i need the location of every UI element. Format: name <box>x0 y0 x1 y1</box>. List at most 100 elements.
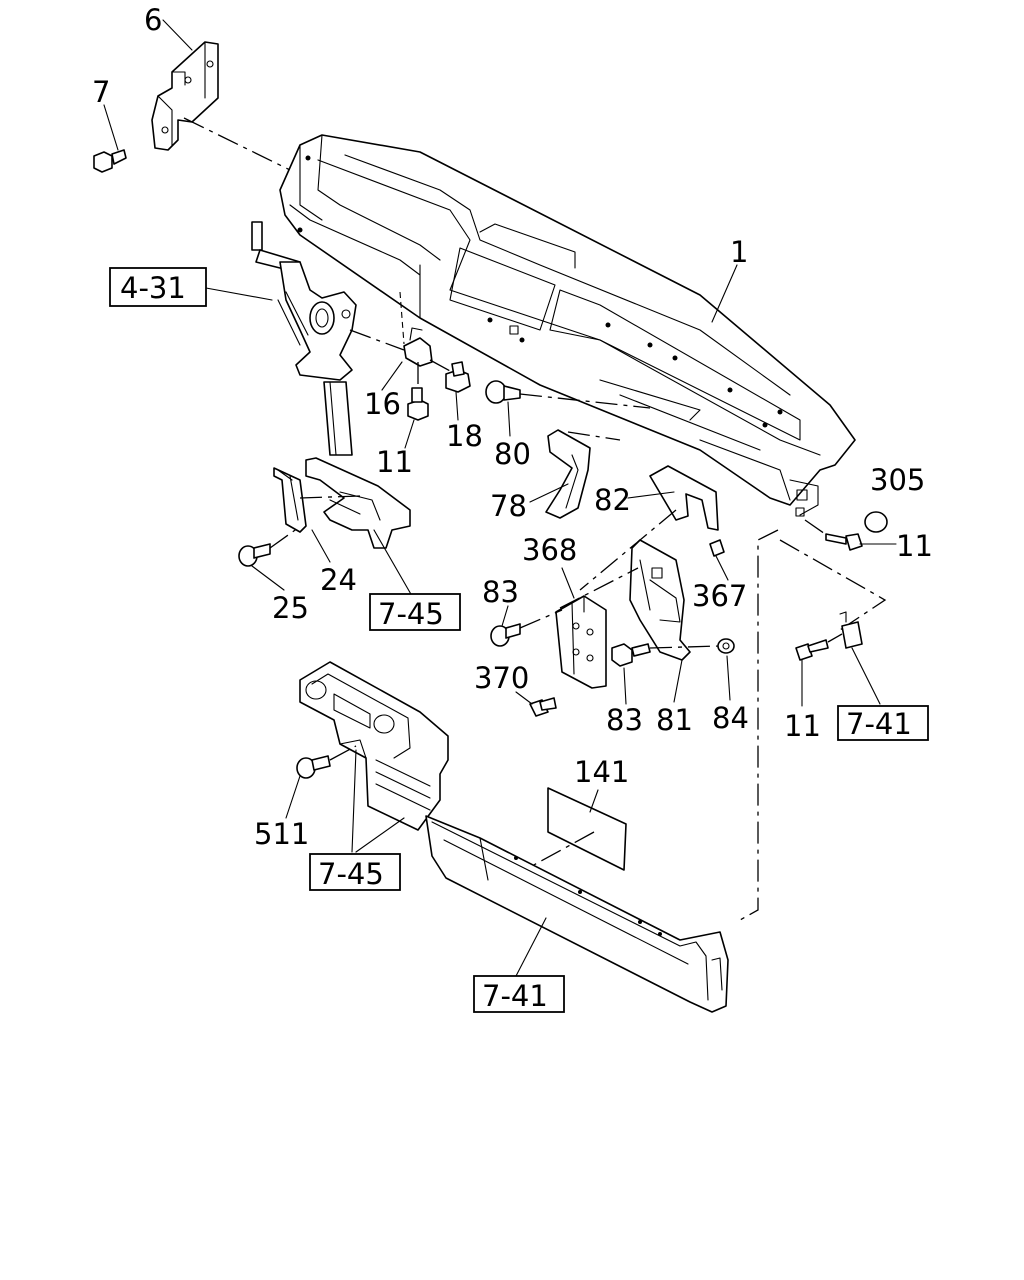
dash-80 <box>519 393 651 409</box>
callout-24: 24 <box>320 563 357 597</box>
clip-367 <box>709 539 725 557</box>
bracket-368 <box>555 595 607 689</box>
bolt-11-right <box>825 533 863 551</box>
callout-6: 6 <box>144 3 162 37</box>
reference-7-41-lower[interactable]: 7-41 <box>473 975 565 1013</box>
clip-16 <box>403 327 433 367</box>
dash-368-81 <box>559 567 639 609</box>
leader-82 <box>627 491 675 499</box>
leader-83b <box>623 667 627 705</box>
bracket-7-45-upper <box>305 457 411 549</box>
bolt-7 <box>93 149 127 173</box>
bracket-6 <box>151 41 219 151</box>
dash-24 <box>299 495 361 499</box>
bolt-18 <box>445 361 471 393</box>
callout-16: 16 <box>364 387 401 421</box>
leader-83a <box>501 605 509 627</box>
bolt-83-right <box>611 643 651 667</box>
callout-141: 141 <box>574 755 629 789</box>
dash-to-clip <box>779 539 887 631</box>
dash-long-right <box>739 529 779 921</box>
reference-7-45-lower[interactable]: 7-45 <box>309 853 401 891</box>
reference-7-41-right-label: 7-41 <box>846 707 912 741</box>
callout-7: 7 <box>92 75 110 109</box>
callout-83b: 83 <box>606 703 643 737</box>
leader-7-45b <box>351 749 405 853</box>
reference-7-45-lower-label: 7-45 <box>318 857 384 891</box>
callout-80: 80 <box>494 437 531 471</box>
callout-305: 305 <box>870 463 925 497</box>
leader-7-45a <box>373 529 413 597</box>
dash-25 <box>269 527 299 549</box>
leader-511 <box>285 775 301 819</box>
callout-11a: 11 <box>376 445 413 479</box>
bolt-11-upper <box>407 387 429 421</box>
callout-368: 368 <box>522 533 577 567</box>
callout-370: 370 <box>474 661 529 695</box>
bolt-11-lower <box>795 639 829 661</box>
callout-11c: 11 <box>784 709 821 743</box>
dash-16-to-column <box>349 329 405 351</box>
screw-511 <box>296 755 331 779</box>
leader-1 <box>711 264 738 323</box>
dash-83-right <box>649 645 721 649</box>
bracket-81 <box>629 539 691 661</box>
dash-78 <box>567 431 621 441</box>
leader-78 <box>529 483 569 503</box>
callout-84: 84 <box>712 701 749 735</box>
bolt-25 <box>238 543 271 567</box>
dashboard-frame-1 <box>279 134 856 517</box>
callout-18: 18 <box>446 419 483 453</box>
steering-column <box>251 221 357 456</box>
callout-82: 82 <box>594 483 631 517</box>
callout-1: 1 <box>730 235 748 269</box>
callout-511: 511 <box>254 817 309 851</box>
dash-6-to-1 <box>183 117 291 171</box>
leader-4-31 <box>205 287 273 301</box>
callout-11b: 11 <box>896 529 933 563</box>
reference-7-41-lower-label: 7-41 <box>482 979 548 1013</box>
callout-81: 81 <box>656 703 693 737</box>
leader-11a <box>404 419 415 449</box>
reference-7-45-upper[interactable]: 7-45 <box>369 593 461 631</box>
hidden-line-16 <box>399 291 405 345</box>
leader-7-41a <box>851 647 881 705</box>
leader-25 <box>251 565 285 591</box>
bracket-24 <box>273 467 307 533</box>
bracket-82 <box>649 465 719 531</box>
reference-7-45-upper-label: 7-45 <box>378 597 444 631</box>
screw-370 <box>529 697 557 717</box>
dash-83-left <box>519 609 563 629</box>
bracket-78 <box>545 429 591 519</box>
leader-6 <box>162 19 193 51</box>
reference-7-41-right[interactable]: 7-41 <box>837 705 929 741</box>
leader-18 <box>455 391 459 421</box>
pad-141 <box>547 787 627 871</box>
lower-trim-7-41 <box>425 815 729 1013</box>
dash-11-right <box>804 519 829 537</box>
bolt-80 <box>485 380 521 404</box>
callout-83a: 83 <box>482 575 519 609</box>
leader-370 <box>515 691 533 705</box>
callout-25: 25 <box>272 591 309 625</box>
leader-80 <box>507 401 511 437</box>
bolt-83-left <box>490 623 521 647</box>
cap-305 <box>864 511 888 533</box>
clip-right <box>839 611 863 649</box>
leader-367 <box>715 555 729 581</box>
dash-141 <box>531 831 595 867</box>
dash-18 <box>429 359 453 373</box>
reference-4-31[interactable]: 4-31 <box>109 267 207 307</box>
center-bezel-7-45 <box>299 661 449 831</box>
leader-16 <box>381 361 403 391</box>
leader-81 <box>673 659 683 703</box>
callout-367: 367 <box>692 579 747 613</box>
leader-368 <box>561 567 575 599</box>
dash-11-lower <box>827 633 843 643</box>
leader-84 <box>726 655 731 701</box>
nut-84 <box>717 638 735 654</box>
leader-24 <box>311 529 331 563</box>
leader-7-41b <box>515 917 547 977</box>
reference-4-31-label: 4-31 <box>120 271 186 305</box>
